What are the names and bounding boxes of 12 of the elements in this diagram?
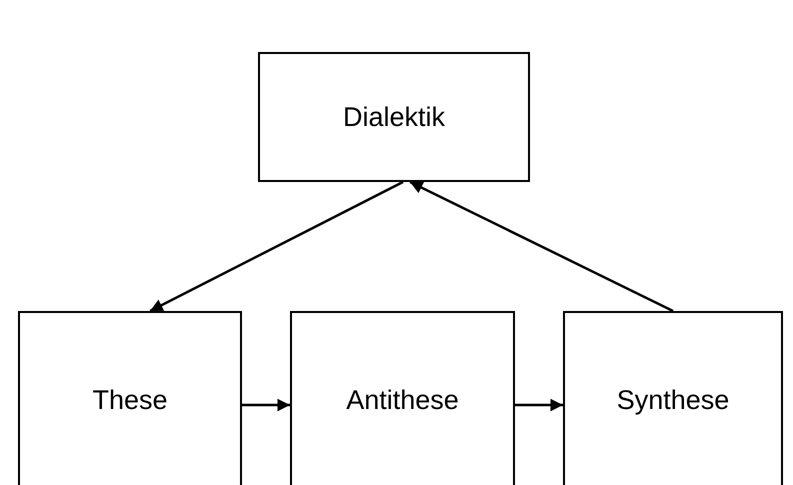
box-label: These	[92, 384, 168, 416]
arrow	[515, 398, 564, 412]
process-box	[290, 311, 515, 485]
arrow	[150, 180, 404, 312]
box-label: Synthese	[616, 384, 730, 416]
arrow	[242, 398, 290, 412]
box-label: Dialektik	[342, 102, 446, 132]
process-box	[563, 311, 783, 485]
process-box	[258, 52, 530, 182]
box-label: Antithese	[346, 384, 459, 416]
process-box	[18, 311, 242, 485]
arrow	[410, 180, 674, 312]
